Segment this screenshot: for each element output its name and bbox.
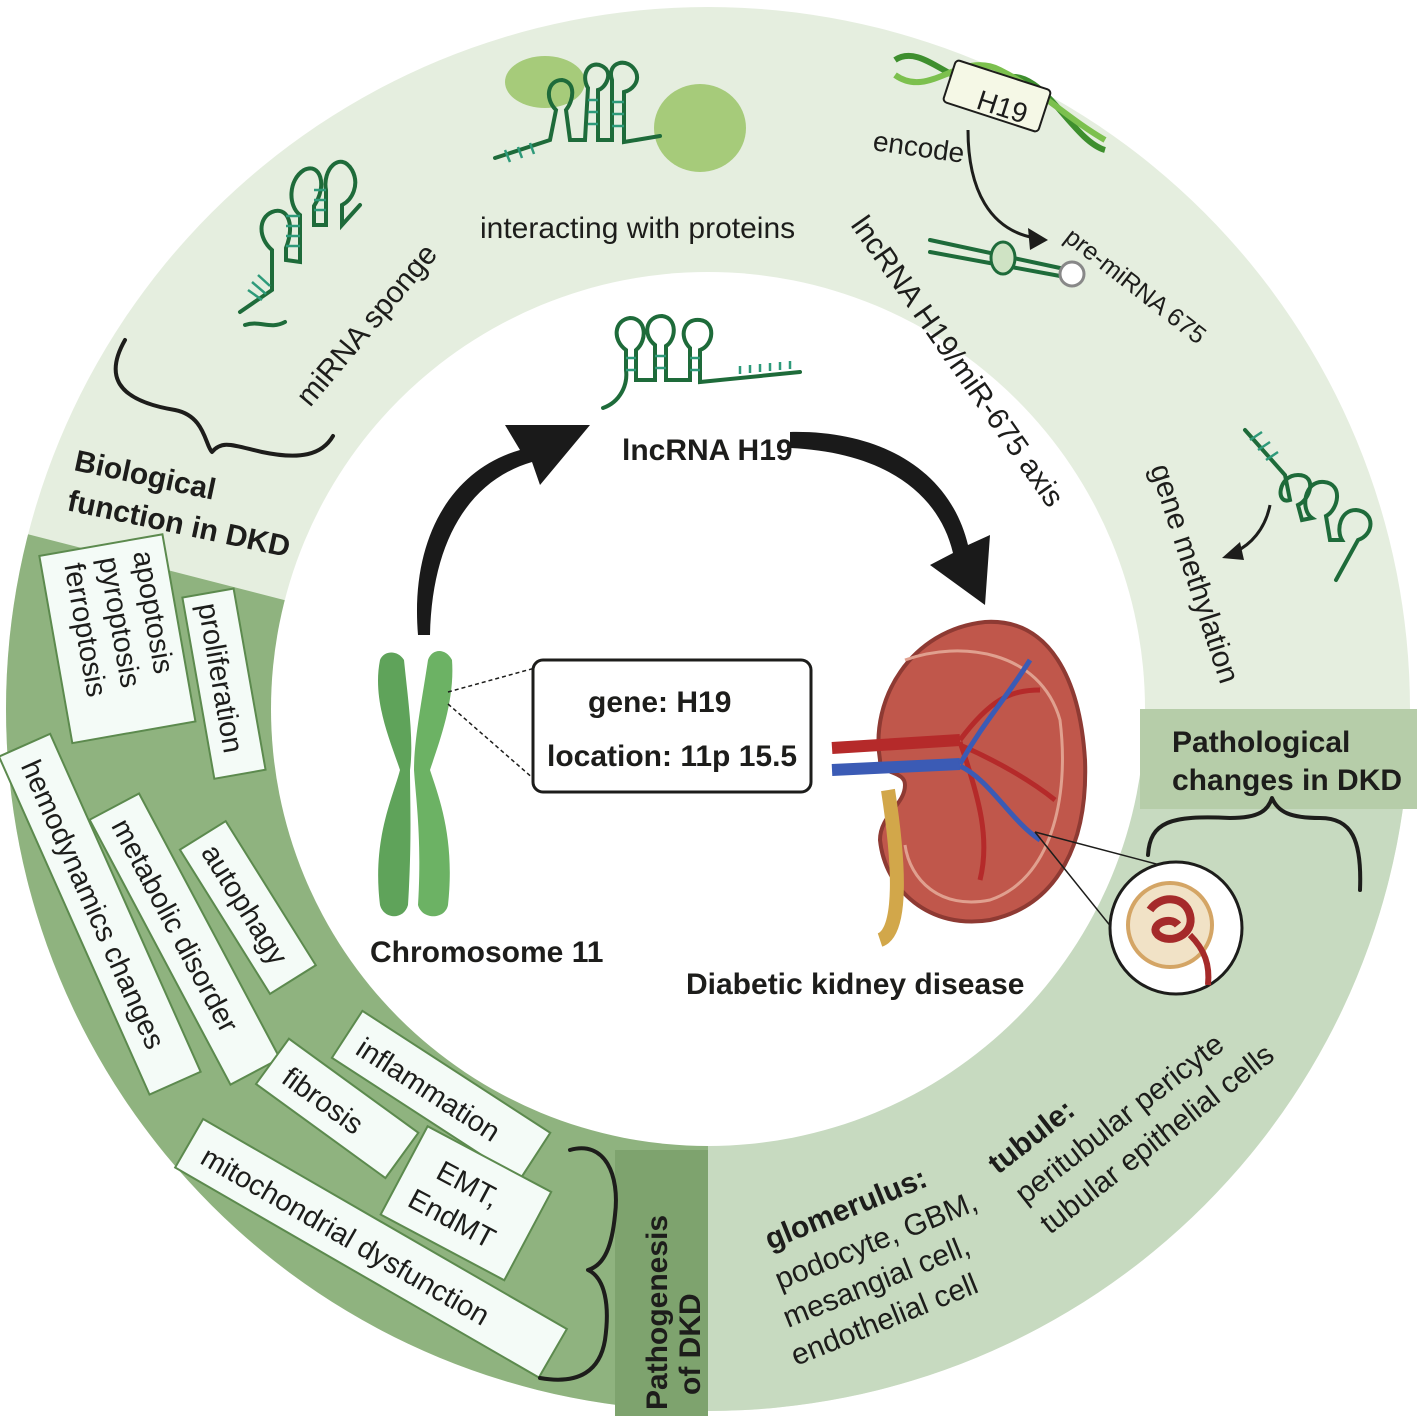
lncrna-h19-label: lncRNA H19 — [622, 434, 793, 467]
pathological-title-band — [1140, 709, 1417, 809]
biological-brace — [113, 338, 335, 458]
lncrna-h19-icon — [601, 313, 802, 410]
pathogenesis-title-band — [615, 1150, 708, 1416]
encode-arrowhead — [1028, 228, 1048, 250]
kidney-icon — [831, 619, 1088, 947]
pointer-line-top — [447, 667, 536, 693]
kidney-label: Diabetic kidney disease — [686, 968, 1025, 1001]
emt-box: EMT, EndMT — [379, 1124, 553, 1282]
arrow-chromosome-to-lncrna — [416, 425, 590, 635]
pathological-title-line1: Pathological — [1172, 726, 1350, 759]
chromosome-11-icon — [378, 651, 453, 917]
methylation-arrowhead — [1222, 542, 1244, 560]
encode-arrow — [966, 129, 1036, 240]
center-section: lncRNA H19 Chromosome 11 gene: H19 locat… — [370, 313, 1244, 1001]
pointer-line-bottom — [447, 703, 536, 781]
pathogenesis-brace — [538, 1146, 618, 1382]
protein-interaction-icon — [493, 56, 746, 172]
chromosome-label: Chromosome 11 — [370, 936, 603, 969]
pathological-brace — [1146, 796, 1363, 892]
pathogenesis-title-line1: Pathogenesis — [641, 1215, 674, 1410]
kidney-zoom-line-2 — [1034, 831, 1161, 866]
h19-gene-box — [942, 59, 1052, 133]
gene-methylation-icon — [1243, 428, 1373, 582]
pathogenesis-title-line2: of DKD — [674, 1293, 707, 1395]
pathological-title-line2: changes in DKD — [1172, 764, 1402, 797]
cell-death-box: apoptosis pyroptosis ferroptosis — [38, 533, 197, 745]
pre-mirna-hairpin-icon — [928, 238, 1086, 288]
gene-info-line2: location: 11p 15.5 — [547, 740, 797, 773]
glomerulus-zoom-icon — [1108, 860, 1244, 996]
gene-info-box — [531, 658, 813, 794]
arrow-lncrna-to-kidney — [790, 431, 990, 605]
gene-info-line1: gene: H19 — [588, 686, 731, 719]
kidney-zoom-line-1 — [1034, 831, 1113, 929]
interacting-proteins-label: interacting with proteins — [480, 212, 795, 245]
mirna-sponge-icon — [238, 159, 362, 328]
